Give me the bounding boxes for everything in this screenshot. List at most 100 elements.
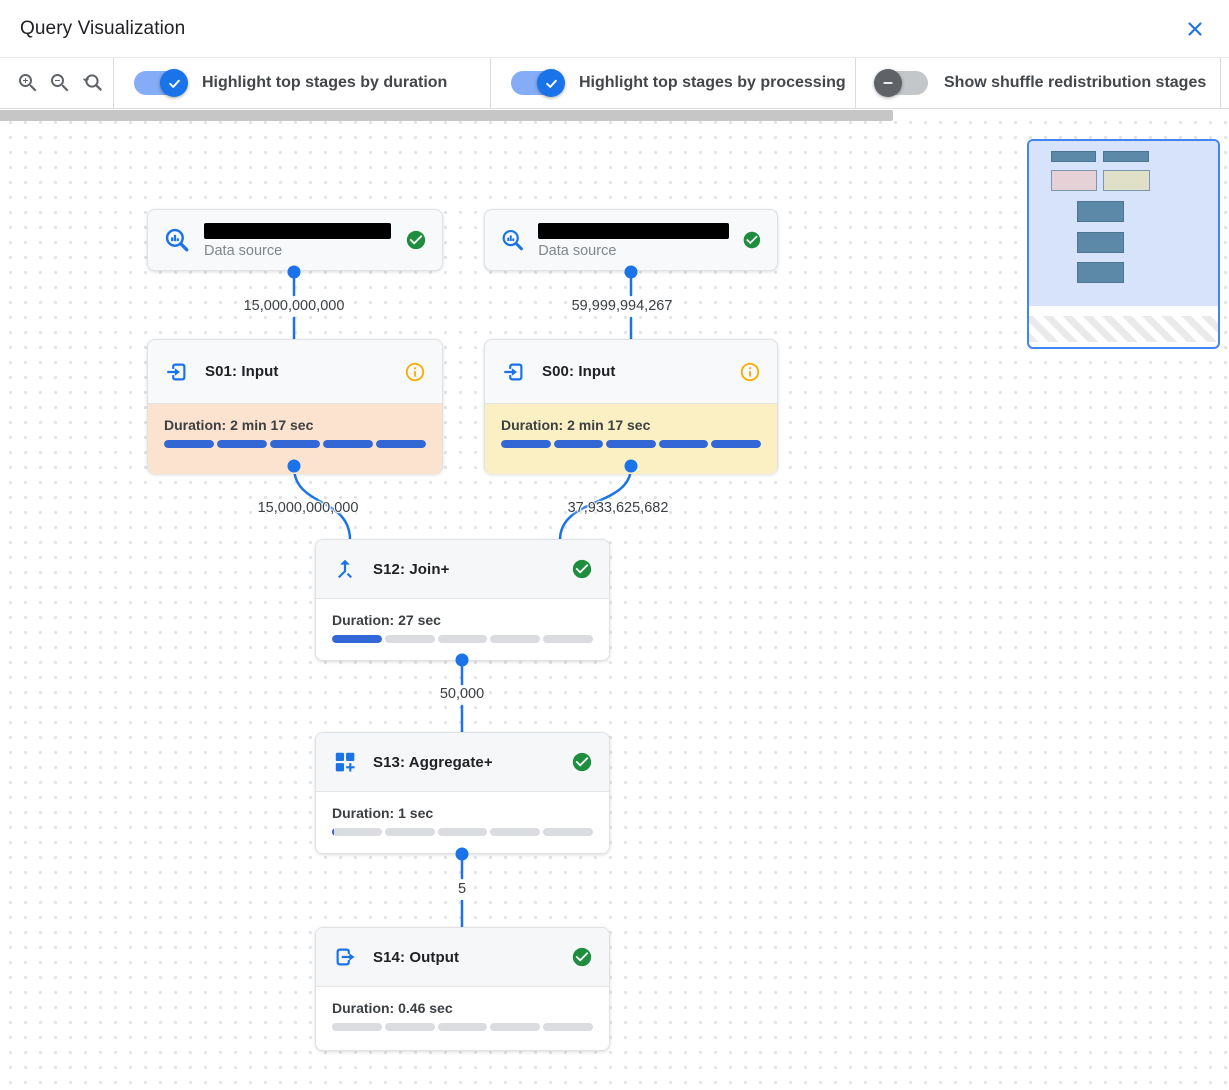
minimap-node — [1077, 232, 1124, 253]
data-source-label: Data source — [204, 242, 283, 259]
zoom-reset-button[interactable] — [78, 69, 106, 97]
progress-segment — [270, 440, 320, 448]
node-stage-s00[interactable]: S00: Input Duration: 2 min 17 sec — [484, 339, 778, 474]
toolbar-divider — [1220, 58, 1221, 108]
progress-segment — [217, 440, 267, 448]
stage-title: S01: Input — [205, 363, 279, 380]
minimap-node — [1077, 262, 1124, 283]
success-check-icon — [572, 947, 592, 967]
progress-segment — [606, 440, 656, 448]
info-icon[interactable] — [404, 361, 426, 383]
toggle-thumb — [160, 69, 188, 97]
minimap-node-highlight-processing — [1103, 170, 1150, 191]
check-icon — [545, 79, 557, 88]
duration-label: Duration: 2 min 17 sec — [501, 417, 651, 433]
close-button[interactable] — [1183, 17, 1207, 41]
progress-segment — [164, 440, 214, 448]
duration-progress-bar — [501, 440, 761, 448]
duration-label: Duration: 2 min 17 sec — [164, 417, 314, 433]
node-stage-s14[interactable]: S14: Output Duration: 0.46 sec — [315, 927, 610, 1051]
minimap-node — [1051, 151, 1096, 162]
input-stage-icon — [167, 363, 186, 380]
stage-duration-panel: Duration: 2 min 17 sec — [485, 403, 777, 474]
progress-segment — [490, 828, 541, 836]
toolbar: Highlight top stages by duration Highlig… — [0, 58, 1229, 109]
toolbar-divider — [113, 58, 114, 108]
duration-progress-bar — [332, 635, 593, 643]
toolbar-divider — [490, 58, 491, 108]
node-stage-s01[interactable]: S01: Input Duration: 2 min 17 sec — [147, 339, 443, 474]
progress-segment — [332, 635, 382, 643]
toggle-show-shuffle[interactable] — [874, 69, 928, 97]
redacted-table-name — [538, 222, 730, 239]
zoom-reset-icon — [82, 74, 102, 91]
progress-segment — [384, 828, 435, 836]
dialog-header: Query Visualization — [0, 0, 1229, 58]
progress-segment — [437, 1023, 488, 1031]
progress-segment — [437, 635, 488, 643]
success-check-icon — [406, 230, 426, 250]
bigquery-data-source-icon — [165, 228, 189, 252]
toolbar-section-shuffle: Show shuffle redistribution stages — [856, 58, 1220, 108]
progress-segment — [332, 1023, 382, 1031]
stage-title: S14: Output — [373, 948, 460, 966]
duration-progress-bar — [332, 828, 593, 836]
graph-canvas[interactable]: Data source Data source — [0, 109, 1229, 1089]
stage-duration-panel: Duration: 2 min 17 sec — [148, 403, 442, 474]
toggle-highlight-duration[interactable] — [134, 69, 188, 97]
minimap[interactable] — [1027, 139, 1220, 349]
toggle-highlight-processing[interactable] — [511, 69, 565, 97]
toolbar-divider — [855, 58, 856, 108]
success-check-icon — [572, 559, 592, 579]
join-stage-icon — [338, 559, 352, 579]
edge-row-count: 15,000,000,000 — [257, 500, 359, 516]
minimap-outside-area — [1029, 316, 1218, 342]
stage-duration-panel: Duration: 1 sec — [316, 791, 609, 853]
duration-progress-bar — [164, 440, 426, 448]
info-icon[interactable] — [739, 361, 761, 383]
edge-row-count: 50,000 — [439, 686, 485, 702]
zoom-out-icon — [51, 74, 69, 92]
bigquery-data-source-icon — [502, 229, 523, 251]
progress-segment — [323, 440, 373, 448]
stage-title: S12: Join+ — [373, 560, 450, 578]
toolbar-section-duration: Highlight top stages by duration — [114, 58, 490, 108]
progress-segment — [384, 1023, 435, 1031]
toolbar-section-processing: Highlight top stages by processing — [491, 58, 855, 108]
node-data-source-1[interactable]: Data source — [147, 209, 443, 271]
toggle-label-duration: Highlight top stages by duration — [202, 74, 448, 91]
progress-segment — [543, 1023, 593, 1031]
aggregate-stage-icon — [335, 752, 355, 772]
progress-segment — [658, 440, 709, 448]
check-icon — [168, 79, 180, 88]
duration-label: Duration: 27 sec — [332, 612, 441, 628]
toggle-label-processing: Highlight top stages by processing — [579, 74, 846, 91]
close-icon — [1188, 21, 1202, 36]
minus-icon — [883, 82, 893, 84]
success-check-icon — [743, 231, 761, 249]
duration-label: Duration: 0.46 sec — [332, 1000, 453, 1016]
edge-row-count: 5 — [457, 881, 467, 897]
duration-label: Duration: 1 sec — [332, 805, 434, 821]
toggle-label-shuffle: Show shuffle redistribution stages — [944, 74, 1207, 91]
horizontal-scrollbar-thumb[interactable] — [0, 110, 893, 121]
progress-segment — [376, 440, 426, 448]
node-stage-s12[interactable]: S12: Join+ Duration: 27 sec — [315, 539, 610, 661]
progress-segment — [501, 440, 551, 448]
progress-segment — [437, 828, 488, 836]
success-check-icon — [572, 752, 592, 772]
zoom-out-button[interactable] — [46, 69, 74, 97]
redacted-table-name — [204, 222, 391, 239]
node-data-source-2[interactable]: Data source — [484, 209, 778, 271]
data-source-label: Data source — [538, 242, 617, 259]
minimap-node — [1077, 201, 1124, 222]
toggle-thumb — [537, 69, 565, 97]
node-stage-s13[interactable]: S13: Aggregate+ Duration: 1 sec — [315, 732, 610, 854]
minimap-node-highlight-duration — [1051, 170, 1097, 191]
progress-segment — [332, 828, 382, 836]
zoom-controls — [0, 58, 113, 108]
zoom-in-button[interactable] — [14, 69, 42, 97]
input-stage-icon — [504, 363, 523, 380]
toggle-thumb — [874, 69, 902, 97]
progress-segment — [543, 828, 593, 836]
